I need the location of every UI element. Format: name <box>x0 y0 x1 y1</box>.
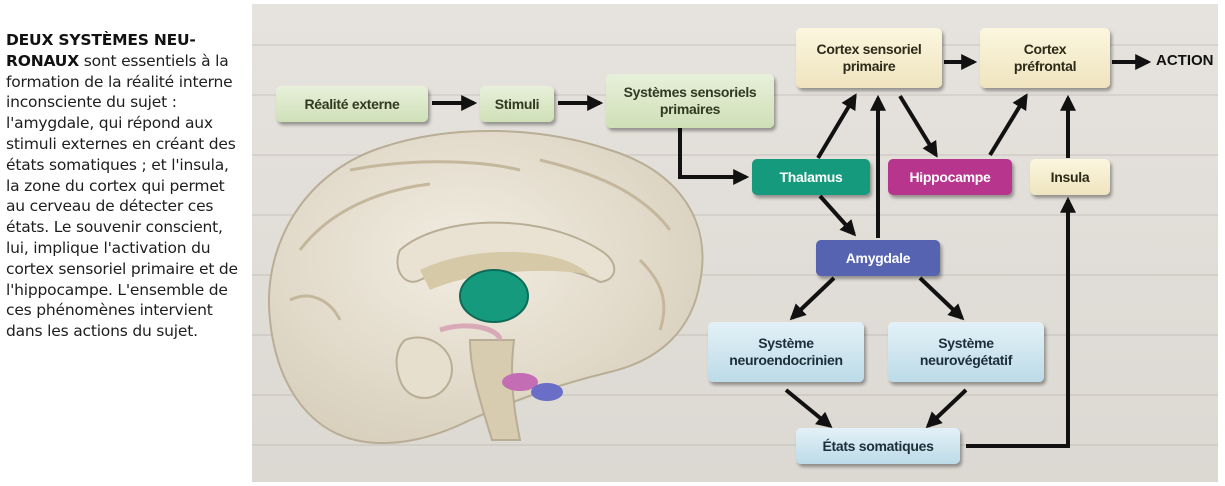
node-thalamus: Thalamus <box>752 159 870 195</box>
action-label: ACTION <box>1156 52 1214 69</box>
arrow-hippocampe-prefrontal <box>990 96 1026 155</box>
arrow-neurovegetatif-etats <box>928 390 966 426</box>
arrow-systemes-thalamus <box>680 128 746 177</box>
node-amygdale: Amygdale <box>816 240 940 276</box>
node-systemes-sensoriels: Systèmes sensoriels primaires <box>606 74 774 128</box>
node-insula: Insula <box>1030 159 1110 195</box>
arrow-neuroendocrinien-etats <box>786 390 830 426</box>
arrow-amygdale-neuroendocrinien <box>792 278 834 318</box>
node-stimuli: Stimuli <box>480 86 554 122</box>
arrow-thalamus-amygdale <box>820 196 854 234</box>
node-cortex-prefrontal: Cortex préfrontal <box>980 28 1110 88</box>
node-systeme-neuroendocrinien: Système neuroendocrinien <box>708 322 864 382</box>
arrow-amygdale-neurovegetatif <box>920 278 962 318</box>
arrow-thalamus-cortex <box>818 96 855 158</box>
arrow-cortex-hippocampe <box>900 96 936 155</box>
brain-illustration <box>269 131 703 443</box>
node-hippocampe: Hippocampe <box>888 159 1012 195</box>
node-etats-somatiques: États somatiques <box>796 428 960 464</box>
node-systeme-neurovegetatif: Système neurovégétatif <box>888 322 1044 382</box>
node-cortex-sensoriel: Cortex sensoriel primaire <box>796 28 942 88</box>
node-realite-externe: Réalité externe <box>276 86 428 122</box>
